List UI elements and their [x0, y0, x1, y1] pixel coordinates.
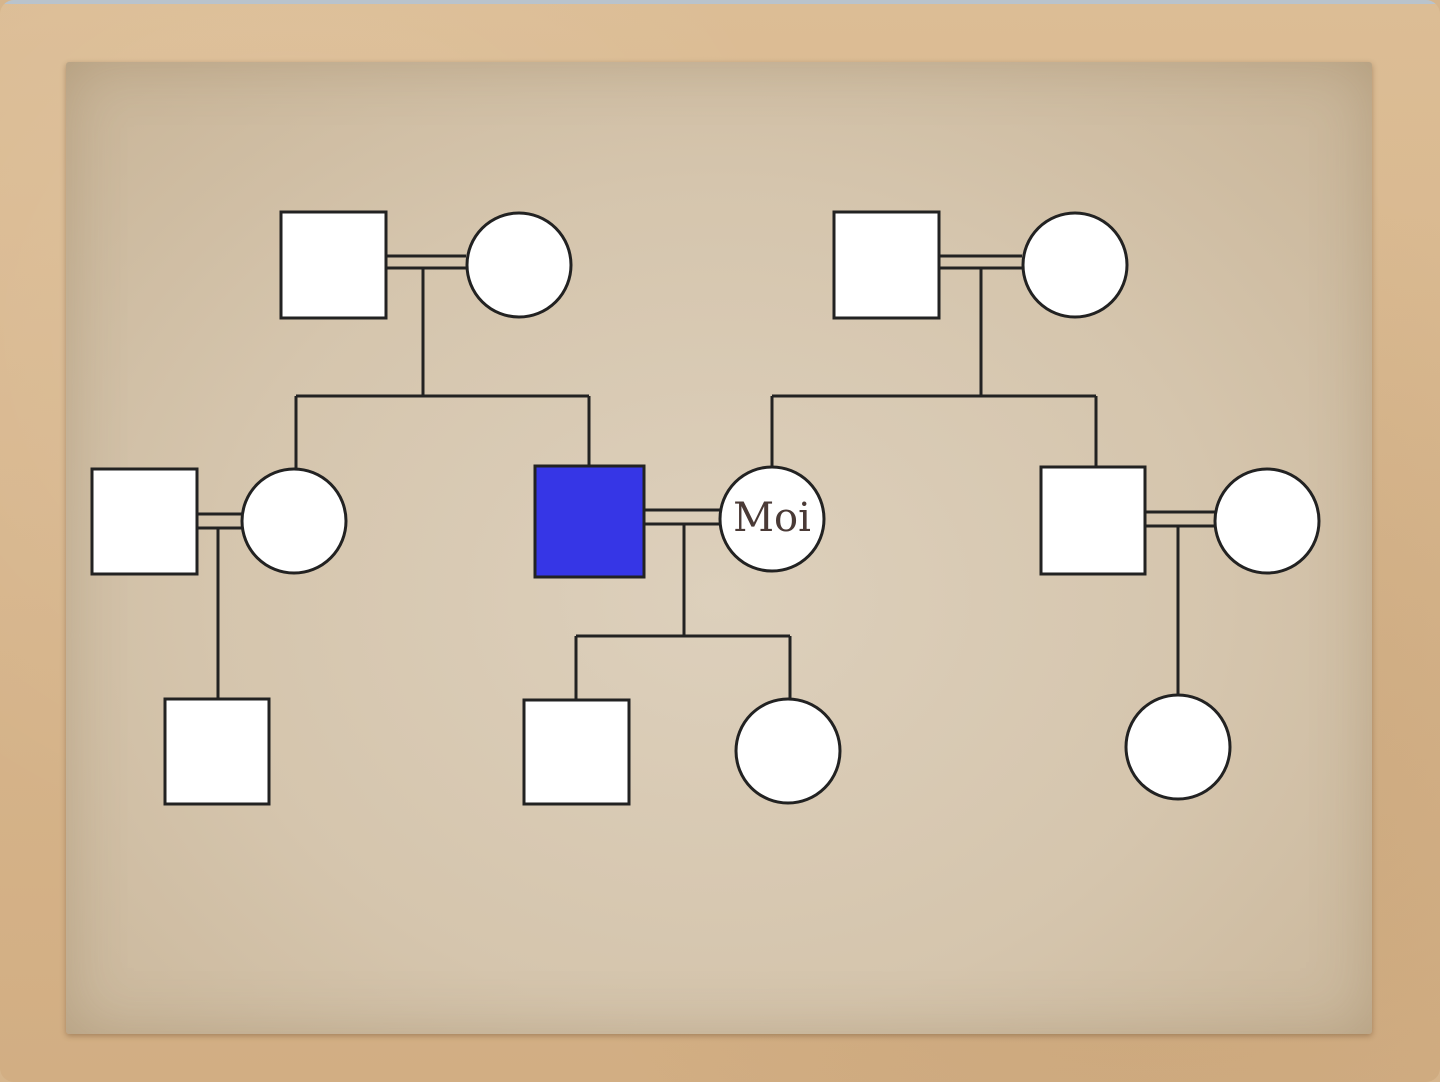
female-node-maternal-grandmother	[1021, 211, 1129, 319]
pedigree-nodes	[90, 210, 1321, 806]
female-node-uncle-spouse	[1213, 467, 1321, 575]
male-node-aunt-spouse	[90, 467, 199, 576]
male-node-son	[522, 698, 631, 806]
male-node-paternal-grandfather	[279, 210, 388, 320]
male-node-maternal-grandfather	[832, 210, 941, 320]
female-node-cousin-daughter	[1124, 693, 1232, 801]
female-node-paternal-grandmother	[465, 211, 573, 319]
female-node-daughter	[734, 697, 842, 805]
male-node-cousin-son	[163, 697, 271, 806]
connector-lines	[197, 254, 1215, 700]
female-node-self	[718, 465, 826, 573]
male-node-uncle	[1039, 465, 1147, 576]
self-label: Moi	[733, 495, 811, 541]
male-node-husband-affected	[533, 464, 646, 579]
female-node-aunt	[240, 467, 348, 575]
